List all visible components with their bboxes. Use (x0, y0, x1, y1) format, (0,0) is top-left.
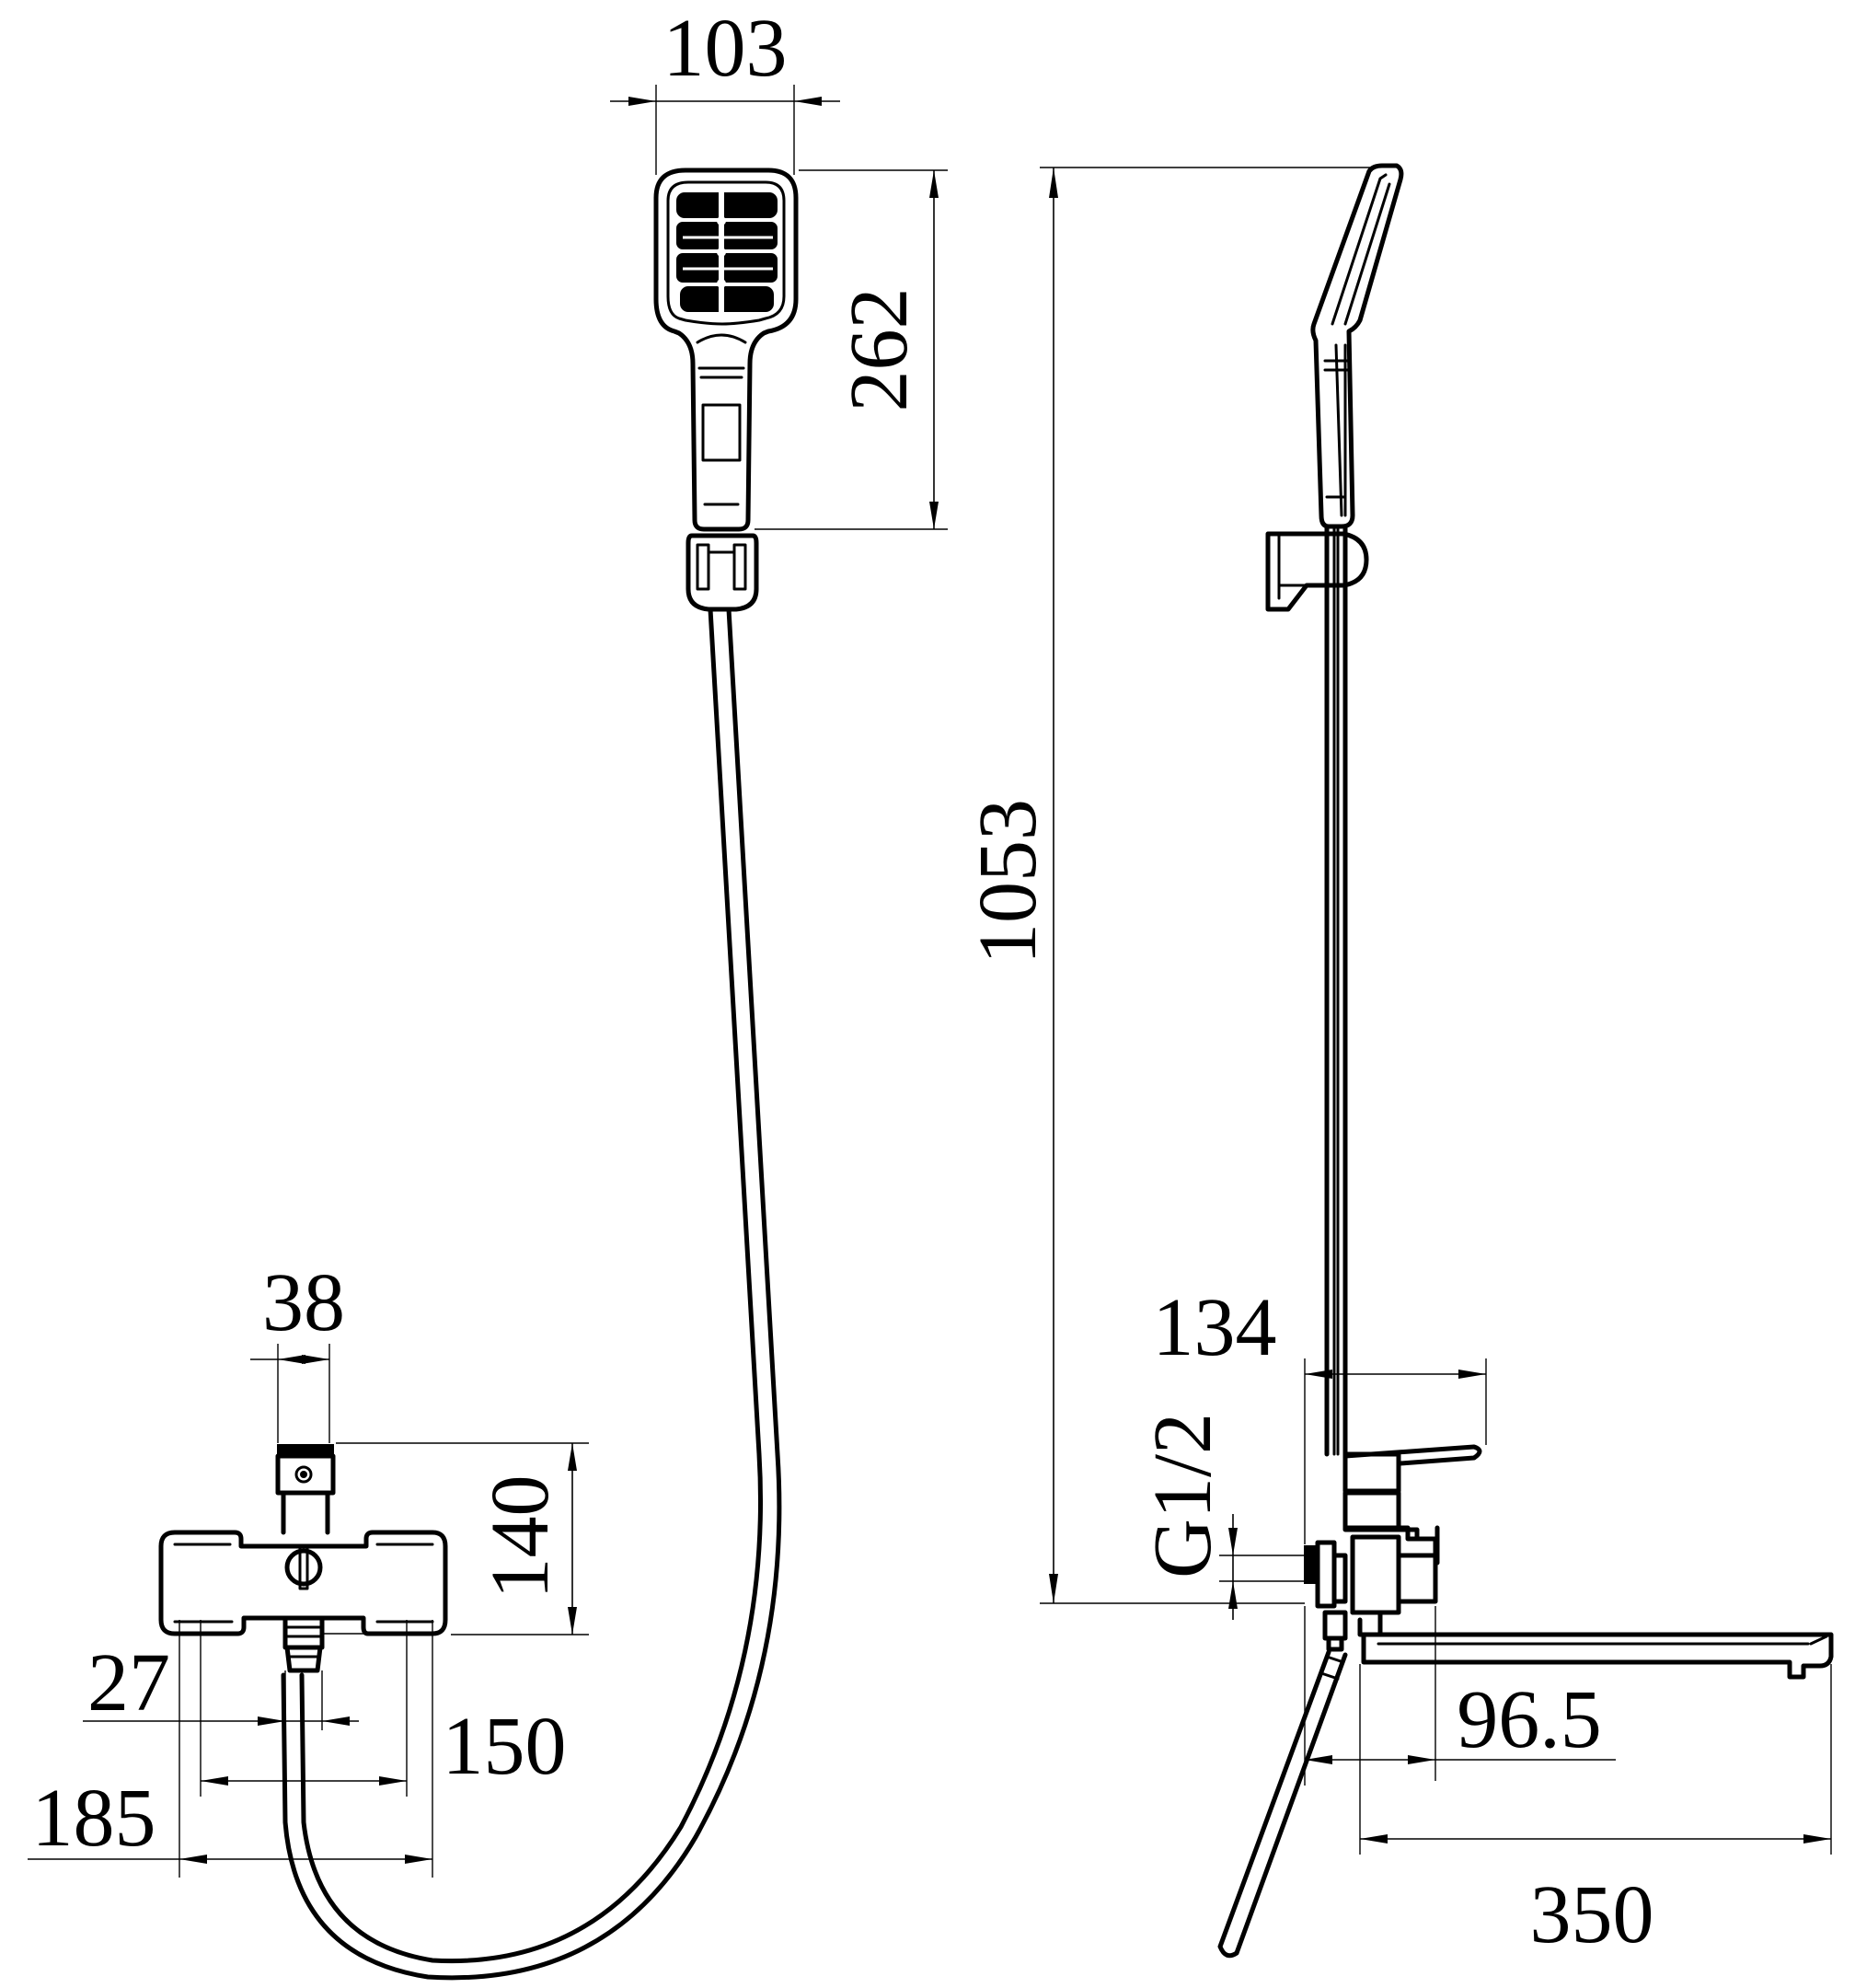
dim-spout-length: 350 (1530, 1869, 1654, 1960)
dim-center-distance: 150 (443, 1701, 567, 1792)
shower-head-inner (666, 180, 786, 326)
mixer-side (1342, 1451, 1401, 1532)
handle-detail (696, 333, 747, 506)
hand-shower-front (281, 168, 799, 1981)
shower-hose-inner (281, 607, 782, 1981)
dim-head-length: 262 (834, 288, 925, 412)
slide-bracket (1265, 531, 1369, 612)
dim-mixer-height: 140 (475, 1475, 566, 1600)
shower-hose (299, 607, 763, 1964)
dim-overall-height: 1053 (962, 799, 1054, 965)
mixer-outlet (282, 1615, 325, 1673)
dim-outlet-offset: 27 (87, 1637, 170, 1728)
dim-body-width: 185 (32, 1773, 156, 1864)
spout (1350, 1610, 1834, 1680)
dim-thread-size: G1/2 (1137, 1413, 1228, 1578)
dim-head-width: 103 (663, 3, 788, 94)
dim-spout-offset: 96.5 (1457, 1674, 1602, 1765)
dimension-labels: 103 262 1053 134 G1/2 38 140 27 150 185 … (32, 3, 1654, 1960)
dim-rail-projection: 134 (1153, 1282, 1277, 1373)
hose-side (1217, 1649, 1348, 1959)
spray-face (676, 190, 778, 318)
hand-shower-side (1310, 163, 1404, 529)
side-view (1217, 163, 1834, 1959)
mixer-lever-side (1342, 1444, 1482, 1466)
dimension-lines (28, 85, 1832, 1878)
mixer-handle (284, 1548, 323, 1587)
mixer-front (158, 1444, 448, 1673)
dim-mixer-top-width: 38 (262, 1257, 345, 1348)
hose-connector (686, 533, 759, 612)
shower-head-outline (653, 168, 799, 532)
slide-rail (1324, 524, 1348, 1457)
